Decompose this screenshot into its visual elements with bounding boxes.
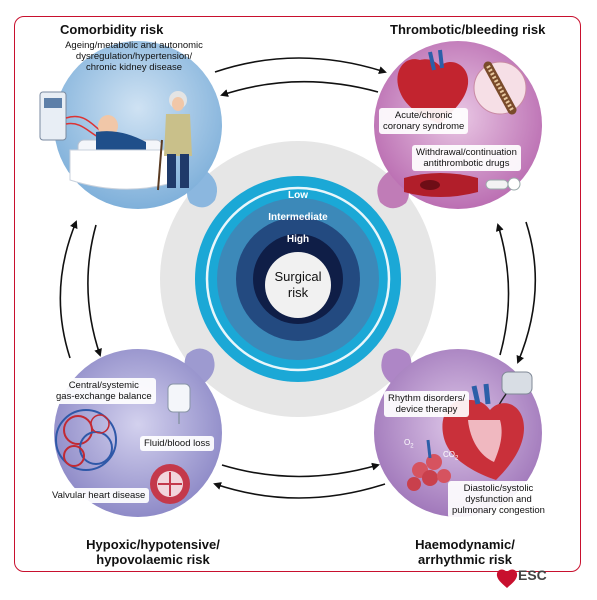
surgical-risk-line-2: risk [287, 285, 309, 300]
arrow-bottom-right [221, 462, 380, 478]
acs-label-line-1: Acute/chronic [394, 110, 453, 121]
comorbidity-factor-line-1: Ageing/metabolic and autonomic [65, 40, 203, 51]
pacemaker-icon [490, 371, 533, 441]
co2-label-text: CO [443, 450, 455, 459]
hypoxic-heading-line-1: Hypoxic/hypotensive/ [86, 537, 220, 552]
esc-logo-text: ESC [518, 567, 547, 583]
heart-illustration-icon [397, 49, 469, 124]
haemodynamic-heading: Haemodynamic/ arrhythmic risk [400, 537, 530, 567]
arrow-right-up [495, 223, 510, 356]
heart-valve-icon [150, 464, 190, 504]
rhythm-label-line-2: device therapy [395, 404, 458, 415]
pills-icon [485, 177, 521, 191]
comorbidity-factor-line-2: dysregulation/hypertension/ [75, 51, 193, 62]
gas-exchange-label: Central/systemic gas-exchange balance [52, 378, 156, 404]
surgical-risk-line-1: Surgical [274, 269, 322, 284]
gas-exchange-label-line-1: Central/systemic [68, 380, 139, 391]
vessel-clot-icon [404, 173, 478, 197]
ring-low-inner-edge [205, 186, 391, 372]
stent-icon [473, 61, 527, 115]
iv-bag-icon [167, 383, 191, 424]
o2-label-text: O [404, 438, 411, 447]
outer-frame [14, 16, 581, 572]
surgical-risk-label: Surgical risk [258, 269, 338, 301]
alveoli-network-icon [55, 409, 117, 471]
haemodynamic-heading-line-1: Haemodynamic/ [415, 537, 515, 552]
arrow-top-right [214, 57, 387, 74]
co2-label: CO2 [443, 450, 459, 462]
esc-heart-icon [496, 569, 518, 588]
arrow-top-left [220, 80, 379, 97]
dysfunction-label: Diastolic/systolic dysfunction and pulmo… [448, 481, 549, 518]
hypoxic-heading: Hypoxic/hypotensive/ hypovolaemic risk [78, 537, 228, 567]
patient-bed-icon [69, 115, 169, 190]
comorbidity-heading: Comorbidity risk [60, 22, 164, 37]
ring-high-label: High [286, 234, 310, 245]
dysfunction-label-line-3: pulmonary congestion [452, 505, 545, 516]
thrombotic-heading: Thrombotic/bleeding risk [390, 22, 546, 37]
antithrombotic-label-line-1: Withdrawal/continuation [416, 147, 517, 158]
hypoxic-heading-line-2: hypovolaemic risk [96, 552, 210, 567]
arrow-left-down [87, 224, 102, 357]
valvular-label: Valvular heart disease [48, 488, 150, 503]
elderly-woman-icon [157, 91, 192, 191]
rhythm-label: Rhythm disorders/ device therapy [384, 391, 470, 417]
haemodynamic-heading-line-2: arrhythmic risk [418, 552, 512, 567]
comorbidity-factors: Ageing/metabolic and autonomic dysregula… [54, 40, 214, 73]
antithrombotic-label: Withdrawal/continuation antithrombotic d… [412, 145, 521, 171]
rhythm-label-line-1: Rhythm disorders/ [388, 393, 466, 404]
fluid-loss-label: Fluid/blood loss [140, 436, 215, 451]
alveoli-cluster-icon [407, 439, 451, 491]
antithrombotic-label-line-2: antithrombotic drugs [423, 158, 510, 169]
acs-label-line-2: coronary syndrome [383, 121, 465, 132]
o2-label: O2 [404, 438, 414, 450]
arrow-right-down [516, 221, 537, 364]
dysfunction-label-line-1: Diastolic/systolic [463, 483, 534, 494]
ring-core [265, 252, 331, 318]
dysfunction-label-line-2: dysfunction and [465, 494, 532, 505]
acs-label: Acute/chronic coronary syndrome [379, 108, 469, 134]
arrow-left-up [59, 220, 78, 359]
heart-section-icon [442, 383, 524, 480]
gas-exchange-label-line-2: gas-exchange balance [56, 391, 152, 402]
comorbidity-factor-line-3: chronic kidney disease [85, 62, 183, 73]
ring-low-label: Low [288, 190, 308, 201]
arrow-bottom-left [213, 482, 386, 499]
ring-intermediate-label: Intermediate [268, 212, 328, 223]
